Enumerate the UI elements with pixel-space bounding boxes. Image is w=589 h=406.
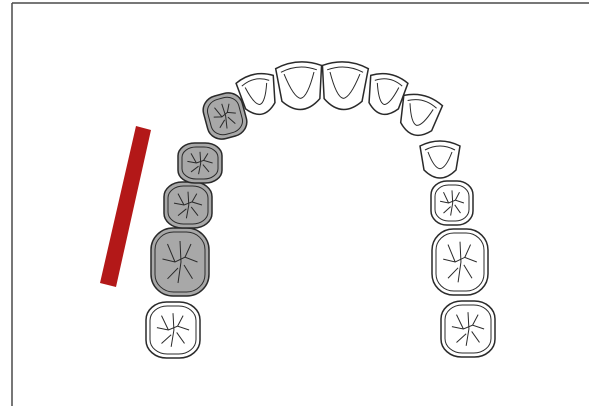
tooth-upper-right-second-molar[interactable] — [151, 228, 209, 296]
tooth-outline — [275, 60, 324, 111]
tooth-upper-right-third-molar[interactable] — [146, 302, 200, 358]
tooth-upper-right-lateral-incisor[interactable] — [275, 60, 324, 111]
tooth-outline — [420, 141, 460, 178]
tooth-upper-right-central-incisor[interactable] — [319, 60, 368, 111]
tooth-upper-left-second-premolar[interactable] — [432, 229, 488, 295]
tooth-upper-left-canine[interactable] — [420, 141, 460, 178]
tooth-outline — [319, 60, 368, 111]
selection-bar-icon — [100, 126, 151, 287]
tooth-upper-right-first-molar[interactable] — [164, 182, 212, 228]
tooth-upper-right-second-premolar[interactable] — [178, 143, 222, 183]
tooth-upper-left-first-premolar[interactable] — [431, 181, 473, 225]
tooth-upper-left-first-molar[interactable] — [441, 301, 495, 357]
